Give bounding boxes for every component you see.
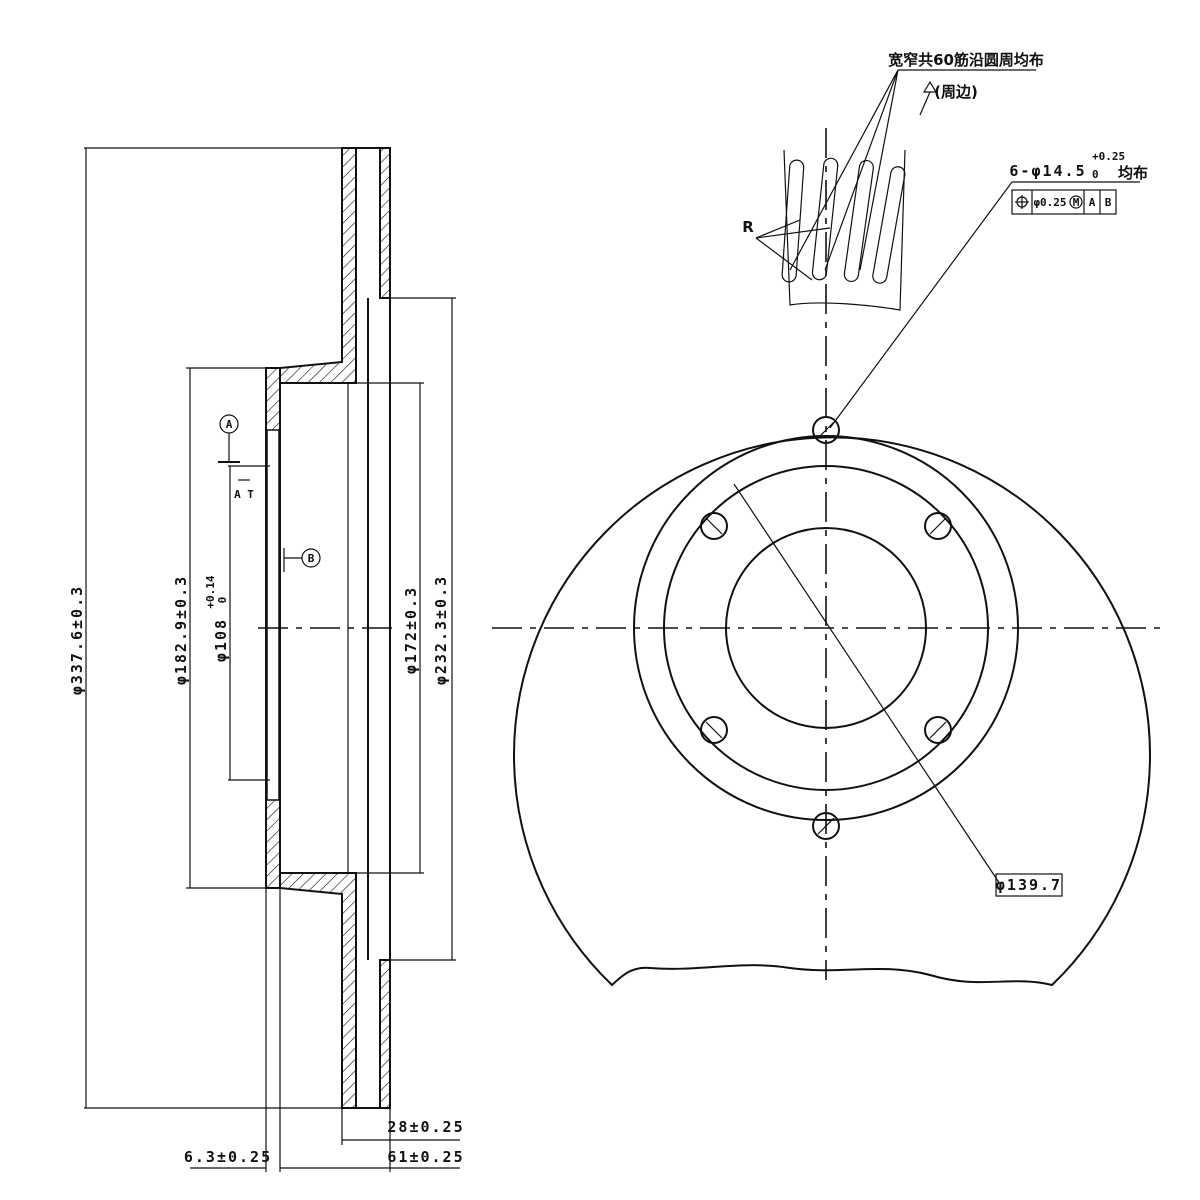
datum-a-label: A — [226, 418, 233, 431]
vane-note: 宽窄共60筋沿圆周均布 — [887, 51, 1044, 69]
outer-plate-bottom — [279, 872, 357, 1109]
datum-b-label: B — [308, 552, 315, 565]
inner-plate-top — [379, 147, 391, 299]
datum-b-bubble — [301, 548, 321, 568]
outer-dia-label: φ337.6±0.3 — [68, 585, 86, 695]
hub-dia-label: φ182.9±0.3 — [172, 575, 190, 685]
side-section-view: φ337.6±0.3 φ182.9±0.3 φ108 +0.14 0 φ172±… — [68, 147, 464, 1172]
feature-control-frame: φ0.25 M A B — [1011, 189, 1117, 215]
offset-label: 61±0.25 — [387, 1148, 464, 1166]
hole-suffix: 均布 — [1118, 164, 1148, 182]
bolt-hole — [924, 716, 952, 744]
bore-dia-label: φ108 — [212, 618, 230, 662]
fcf-datum-b: B — [1105, 196, 1112, 209]
dia-172-label: φ172±0.3 — [402, 586, 420, 674]
inner-plate-bottom — [379, 959, 391, 1109]
outer-plate-top — [279, 147, 357, 384]
pcd-box — [995, 873, 1063, 897]
vane-detail — [781, 149, 906, 311]
dia-232-label: φ232.3±0.3 — [432, 575, 450, 685]
bolt-hole — [700, 512, 728, 540]
pcd-label: φ139.7 — [996, 876, 1062, 894]
thickness-label: 28±0.25 — [387, 1118, 464, 1136]
front-view: φ139.7 R 宽窄共60筋沿圆周均布 (周边) 6-φ14.5 +0.25 … — [492, 51, 1162, 987]
hole-tol-up: +0.25 — [1092, 150, 1125, 163]
hole-callout: 6-φ14.5 — [1009, 162, 1086, 180]
bolt-hole — [924, 512, 952, 540]
fcf-tolerance: φ0.25 — [1033, 196, 1066, 209]
bore-tol-upper: +0.14 — [204, 575, 217, 608]
bolt-hole — [700, 716, 728, 744]
hat-thickness-label: 6.3±0.25 — [184, 1148, 272, 1166]
fcf-modifier: M — [1073, 196, 1080, 209]
vane-note-sub: (周边) — [934, 83, 978, 101]
datum-a-flatness: A T — [234, 488, 254, 501]
bore-tol-lower: 0 — [216, 597, 229, 604]
fcf-datum-a: A — [1089, 196, 1096, 209]
outer-disc-edge — [513, 436, 1151, 987]
hole-tol-low: 0 — [1092, 168, 1099, 181]
radius-label: R — [742, 218, 754, 236]
